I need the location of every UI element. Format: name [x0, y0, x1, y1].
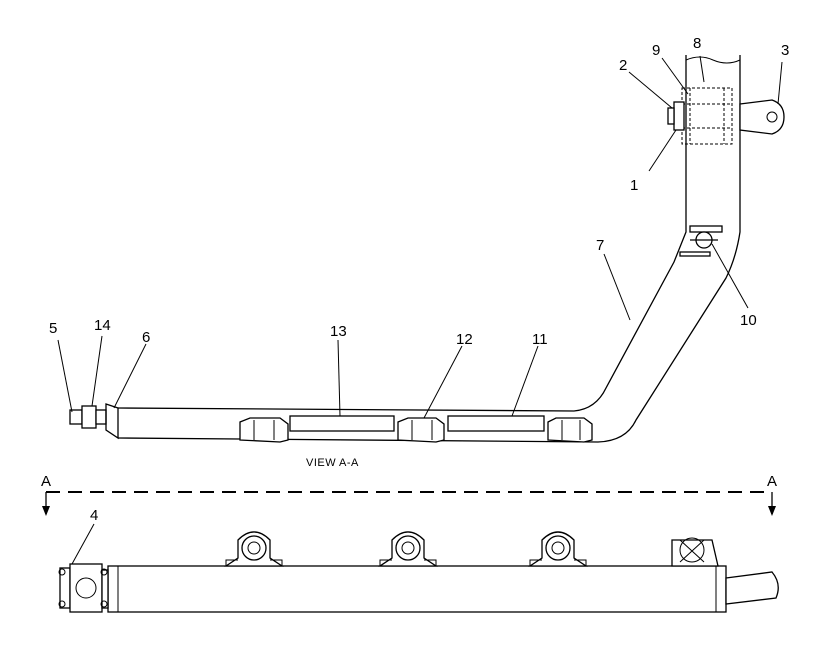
tube-break	[685, 56, 741, 64]
view-label: VIEW A-A	[306, 457, 359, 469]
callout-14: 14	[94, 317, 111, 334]
clamp-b	[397, 417, 445, 443]
callout-5: 5	[49, 320, 57, 337]
clamp-a	[239, 417, 289, 443]
tube-11	[447, 415, 545, 432]
callout-7: 7	[596, 237, 604, 254]
main-tube	[107, 565, 727, 613]
fitting-base	[679, 251, 711, 257]
clamp-block	[681, 87, 733, 145]
callout-12: 12	[456, 331, 473, 348]
cap-flare	[105, 403, 119, 440]
washer	[667, 107, 675, 125]
leader-lines	[57, 55, 783, 419]
tube-13	[289, 415, 395, 432]
callout-2: 2	[619, 57, 627, 74]
end-nut	[59, 567, 71, 609]
clamp-blocks-upper	[239, 417, 593, 443]
end-fitting-4	[58, 563, 109, 613]
lower-assembly-view: 4	[58, 507, 779, 613]
pillow-block-2	[377, 531, 439, 567]
fitting-assembly	[679, 225, 723, 257]
callout-13: 13	[330, 323, 347, 340]
callout-10: 10	[740, 312, 757, 329]
cap-ring	[95, 409, 107, 425]
callout-9: 9	[652, 42, 660, 59]
callout-1: 1	[630, 177, 638, 194]
callout-11: 11	[532, 331, 548, 348]
fitting-plate	[689, 225, 723, 233]
eye-plate	[739, 99, 785, 135]
bolt-head	[673, 101, 685, 131]
tube-vertical	[117, 55, 687, 412]
section-line: A A	[41, 473, 777, 516]
callout-4: 4	[90, 507, 98, 524]
upper-assembly-view: 1 2 3 8 9 10 7 5 14 6 13 12 11 VIEW A-A	[49, 35, 789, 469]
pillow-block-1	[223, 531, 285, 567]
cap-body	[81, 405, 97, 429]
callout-8: 8	[693, 35, 701, 52]
section-mark-left: A	[41, 473, 51, 490]
left-end-fitting	[69, 403, 119, 440]
callout-3: 3	[781, 42, 789, 59]
end-block	[69, 563, 103, 613]
cap-nut	[69, 409, 83, 425]
clamp-hidden-lines	[682, 88, 732, 144]
tube-vertical-outer	[117, 55, 741, 443]
callout-6: 6	[142, 329, 150, 346]
eye-hole	[766, 111, 778, 123]
right-bracket	[671, 537, 719, 567]
pillow-block-3	[527, 531, 589, 567]
section-mark-right: A	[767, 473, 777, 490]
tube-end-extension	[725, 571, 779, 605]
clamp-c	[547, 417, 593, 443]
